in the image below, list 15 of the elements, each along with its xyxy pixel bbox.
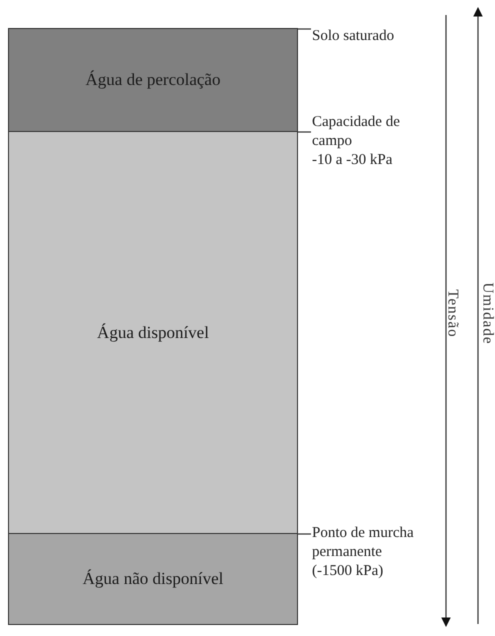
layer-label: Água disponível — [97, 322, 209, 342]
leader-line — [298, 131, 311, 133]
unavailable-water-layer — [8, 533, 298, 625]
threshold-label: Solo saturado — [312, 27, 396, 46]
percolation-water-layer — [8, 28, 298, 132]
leader-line — [298, 533, 311, 535]
threshold-label: Ponto de murcha permanente (-1500 kPa) — [312, 524, 415, 581]
axis-label: Umidade — [478, 282, 495, 344]
available-water-layer — [8, 131, 298, 534]
threshold-label: -10 a -30 kPa — [312, 151, 394, 170]
layer-label: Água não disponível — [82, 569, 224, 589]
layer-label: Água de percolação — [86, 70, 220, 90]
axis-label: Tensão — [444, 289, 461, 338]
leader-line — [298, 28, 311, 30]
threshold-label: Capacidade de campo — [312, 113, 401, 151]
